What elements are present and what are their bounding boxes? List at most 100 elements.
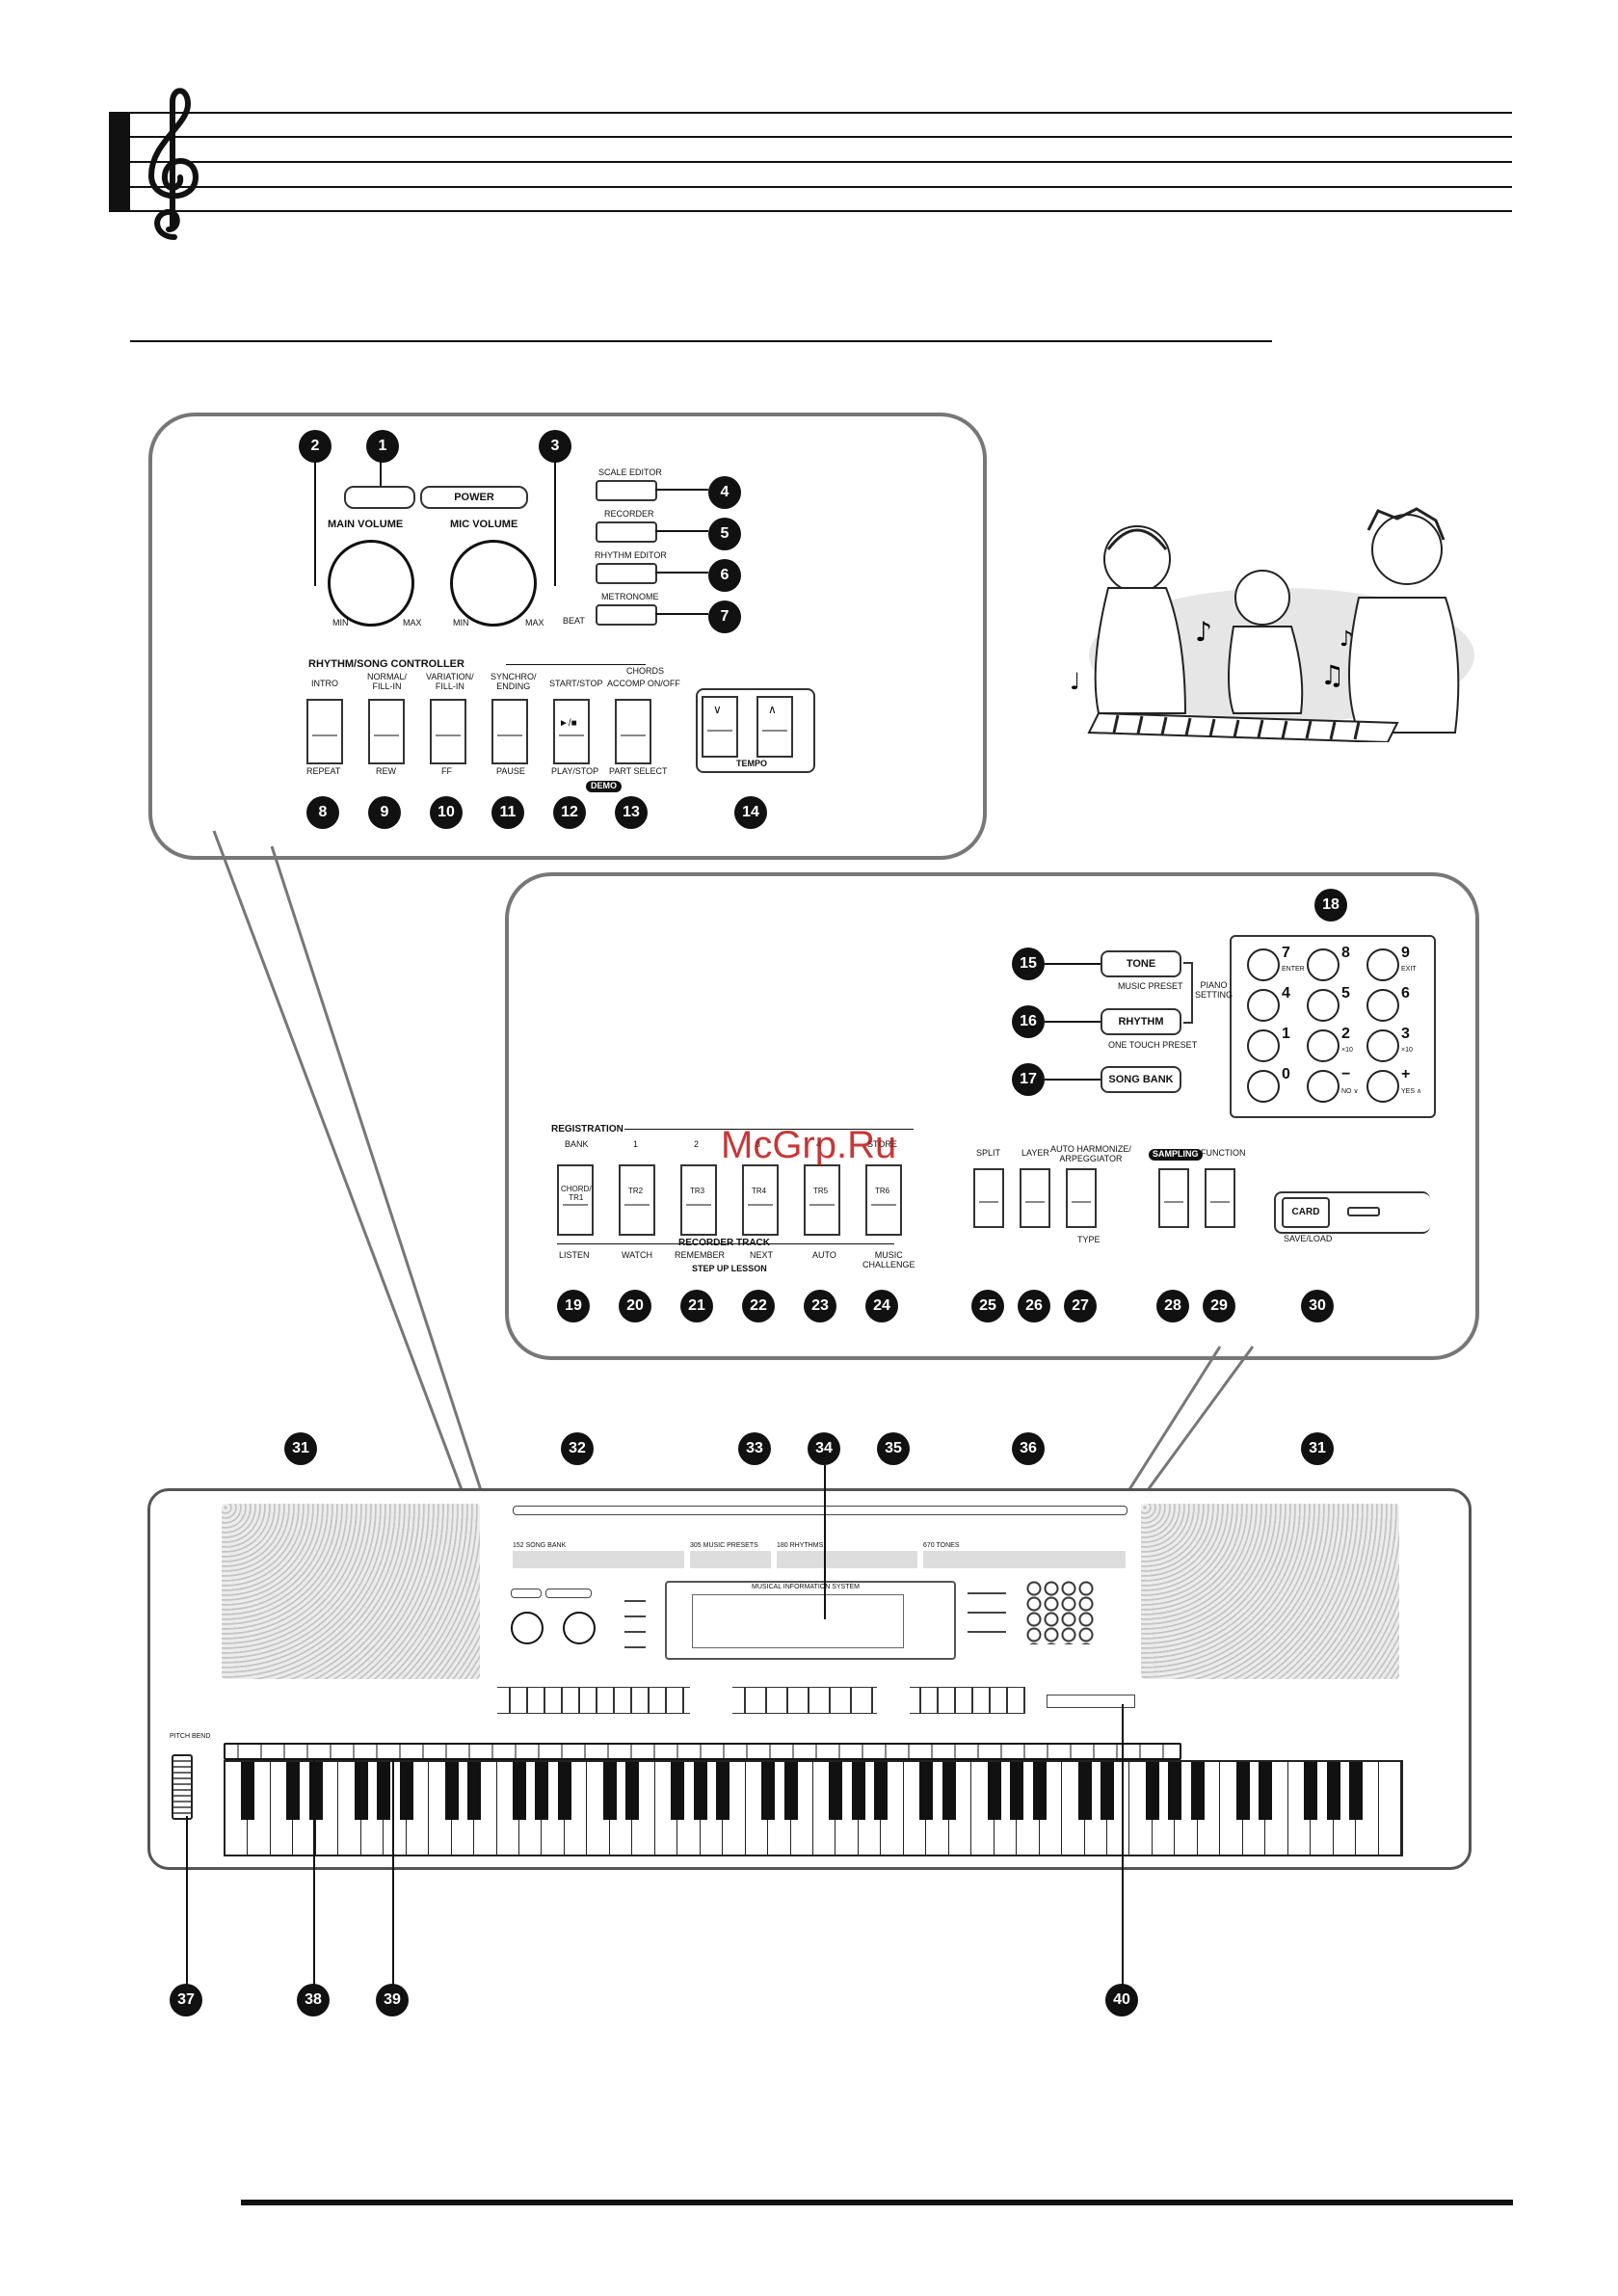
black-key[interactable] (874, 1762, 889, 1820)
auto-harmonize-button[interactable] (1066, 1168, 1097, 1228)
numpad-key[interactable] (1307, 1070, 1339, 1103)
recorder-button[interactable] (596, 521, 657, 543)
function-label: FUNCTION (1201, 1148, 1246, 1158)
numpad-key[interactable] (1247, 948, 1280, 981)
split-button[interactable] (973, 1168, 1004, 1228)
numpad-key[interactable] (1366, 948, 1399, 981)
black-key[interactable] (761, 1762, 776, 1820)
accomp-button[interactable] (615, 699, 651, 764)
card-slot[interactable] (1347, 1207, 1380, 1216)
tr1-button[interactable]: CHORD/ TR1 (557, 1164, 594, 1236)
black-key[interactable] (625, 1762, 640, 1820)
sampling-button[interactable] (1158, 1168, 1189, 1228)
numpad-key-sub: ×10 (1401, 1047, 1413, 1054)
variation-fill-button[interactable] (430, 699, 466, 764)
black-key[interactable] (851, 1762, 865, 1820)
black-key[interactable] (1326, 1762, 1340, 1820)
black-key[interactable] (1010, 1762, 1024, 1820)
tr1-label: CHORD/ TR1 (561, 1185, 592, 1202)
start-stop-button[interactable]: ►/■ (553, 699, 590, 764)
mini-mic-volume-knob[interactable] (563, 1612, 596, 1644)
main-volume-knob[interactable] (328, 540, 414, 627)
song-bank-button[interactable]: SONG BANK (1101, 1066, 1181, 1093)
function-button[interactable] (1205, 1168, 1235, 1228)
black-key[interactable] (467, 1762, 482, 1820)
power-button[interactable] (344, 486, 415, 509)
rhythm-button[interactable]: RHYTHM (1101, 1008, 1181, 1035)
scale-editor-button[interactable] (596, 480, 657, 501)
black-key[interactable] (1100, 1762, 1115, 1820)
black-key[interactable] (1349, 1762, 1364, 1820)
callout-9: 9 (368, 796, 401, 829)
numpad-key[interactable] (1307, 1029, 1339, 1062)
tr4-button[interactable]: TR4 (742, 1164, 779, 1236)
layer-button[interactable] (1020, 1168, 1050, 1228)
power-label-box: POWER (420, 486, 528, 509)
tr6-button[interactable]: TR6 (865, 1164, 902, 1236)
black-key[interactable] (716, 1762, 730, 1820)
numpad-key[interactable] (1247, 1029, 1280, 1062)
black-key[interactable] (1259, 1762, 1273, 1820)
numpad-key[interactable] (1366, 989, 1399, 1022)
black-key[interactable] (919, 1762, 934, 1820)
black-key[interactable] (1190, 1762, 1205, 1820)
black-key[interactable] (1304, 1762, 1318, 1820)
callout-24: 24 (865, 1290, 898, 1322)
black-key[interactable] (399, 1762, 413, 1820)
tr2-button[interactable]: TR2 (619, 1164, 655, 1236)
auto-harmonize-label: AUTO HARMONIZE/ ARPEGGIATOR (1050, 1144, 1131, 1163)
black-key[interactable] (1168, 1762, 1182, 1820)
tempo-down-button[interactable]: ∨ (702, 696, 738, 758)
intro-button[interactable] (306, 699, 343, 764)
callout-25: 25 (971, 1290, 1004, 1322)
tr5-button[interactable]: TR5 (804, 1164, 840, 1236)
mic-min-label: MIN (453, 618, 469, 627)
black-key[interactable] (1032, 1762, 1047, 1820)
numpad-key[interactable] (1366, 1029, 1399, 1062)
black-key[interactable] (671, 1762, 685, 1820)
black-key[interactable] (942, 1762, 956, 1820)
rhythm-label: RHYTHM (1118, 1016, 1164, 1028)
black-key[interactable] (377, 1762, 391, 1820)
black-key[interactable] (1235, 1762, 1250, 1820)
black-key[interactable] (308, 1762, 323, 1820)
white-key[interactable] (1378, 1762, 1401, 1855)
callout-35: 35 (877, 1432, 910, 1465)
black-key[interactable] (286, 1762, 301, 1820)
black-key[interactable] (1145, 1762, 1159, 1820)
mini-main-volume-knob[interactable] (511, 1612, 544, 1644)
synchro-ending-button[interactable] (491, 699, 528, 764)
numpad-key[interactable] (1247, 1070, 1280, 1103)
mini-right-buttons (624, 1590, 646, 1652)
black-key[interactable] (783, 1762, 798, 1820)
numpad-key[interactable] (1307, 989, 1339, 1022)
metronome-button[interactable] (596, 604, 657, 626)
tempo-label: TEMPO (736, 759, 768, 768)
tr3-button[interactable]: TR3 (680, 1164, 717, 1236)
tone-marking-row (224, 1743, 1181, 1760)
card-button[interactable]: CARD (1282, 1197, 1330, 1228)
black-key[interactable] (512, 1762, 527, 1820)
pitch-bend-wheel[interactable] (172, 1754, 193, 1820)
numpad-key[interactable] (1307, 948, 1339, 981)
numpad-key-sub: EXIT (1401, 966, 1417, 973)
registration-label: REGISTRATION (551, 1124, 623, 1135)
black-key[interactable] (987, 1762, 1001, 1820)
black-key[interactable] (557, 1762, 571, 1820)
black-key[interactable] (693, 1762, 707, 1820)
black-key[interactable] (241, 1762, 255, 1820)
black-key[interactable] (829, 1762, 843, 1820)
black-key[interactable] (535, 1762, 549, 1820)
mic-volume-knob[interactable] (450, 540, 537, 627)
black-key[interactable] (1077, 1762, 1092, 1820)
numpad-key[interactable] (1366, 1070, 1399, 1103)
normal-fill-button[interactable] (368, 699, 405, 764)
tone-button[interactable]: TONE (1101, 950, 1181, 977)
black-key[interactable] (354, 1762, 368, 1820)
mini-power[interactable] (511, 1589, 542, 1598)
rhythm-editor-button[interactable] (596, 563, 657, 584)
black-key[interactable] (444, 1762, 459, 1820)
black-key[interactable] (602, 1762, 617, 1820)
numpad-key[interactable] (1247, 989, 1280, 1022)
tempo-up-button[interactable]: ∧ (756, 696, 793, 758)
